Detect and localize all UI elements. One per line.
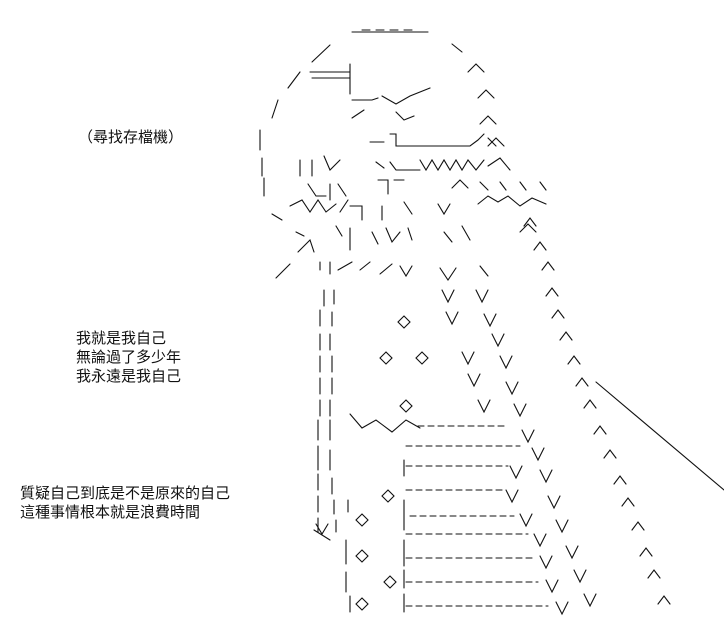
hat-left-brim (271, 44, 331, 119)
panel-edges (345, 459, 405, 613)
stanza-one-line: 無論過了多少年 (76, 348, 182, 366)
coat-front-diamonds (355, 315, 429, 611)
stanza-one: 我就是我自己 無論過了多少年 我永遠是我自己 (76, 329, 181, 386)
coat-inner-left (329, 261, 337, 533)
action-text: （尋找存檔機） (78, 128, 184, 146)
hat-eye-area (351, 87, 431, 121)
hat-band (309, 63, 351, 95)
neck (335, 223, 537, 251)
face-eyes (375, 157, 511, 172)
action-caption: （尋找存檔機） (78, 128, 183, 147)
face-chin (403, 195, 547, 216)
far-right-slashes (523, 217, 724, 605)
panel-bottom-v (505, 465, 569, 616)
stanza-one-line: 我就是我自己 (76, 329, 167, 347)
face-top (369, 133, 497, 147)
hat-right-top (451, 43, 463, 53)
face-mid (377, 179, 547, 195)
coat-right-v (475, 289, 597, 608)
belt (313, 413, 421, 541)
right-slashes (467, 63, 505, 147)
face-hair-left (299, 155, 347, 201)
hat-side (351, 109, 365, 119)
stanza-two-line: 質疑自己到底是不是原來的自己 (20, 484, 231, 502)
face-left (259, 129, 315, 279)
stanza-two-line: 這種事情根本就是浪費時間 (20, 503, 201, 521)
face-jaw (289, 199, 383, 221)
stanza-two: 質疑自己到底是不是原來的自己 這種事情根本就是浪費時間 (20, 484, 230, 522)
coat-mid-v (441, 289, 491, 414)
coat-outer-left (317, 261, 325, 533)
hat-top (351, 29, 429, 33)
stanza-one-line: 我永遠是我自己 (76, 367, 182, 385)
dashed-panels (405, 425, 549, 607)
coat-collar (337, 261, 489, 281)
